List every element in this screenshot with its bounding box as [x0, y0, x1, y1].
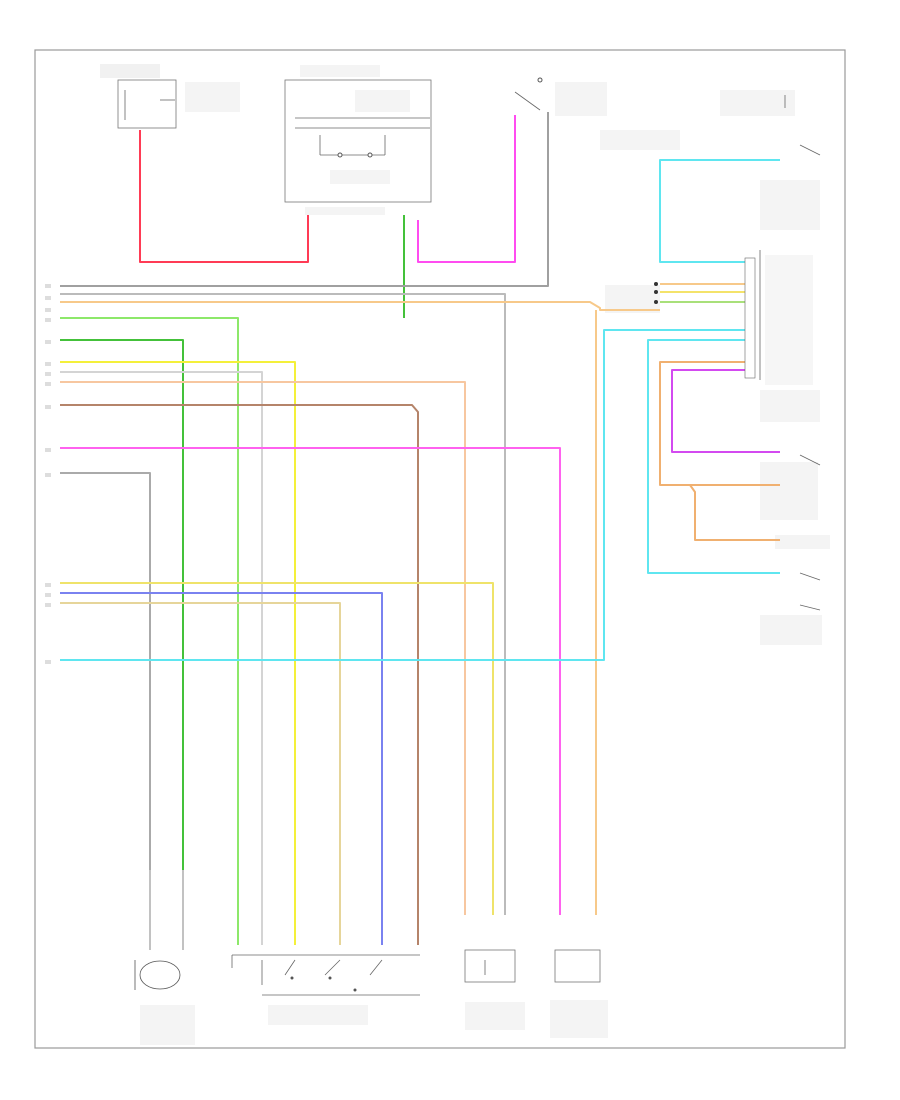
wire-pink — [60, 447, 561, 915]
wire-right-cyan-lower — [647, 339, 780, 574]
wire-tl-red — [139, 130, 309, 263]
bottom-left-sensor — [134, 870, 195, 1045]
bottom-switch-assembly — [231, 954, 420, 1025]
wire-yellow-lower — [60, 582, 494, 915]
wire-cyan — [60, 329, 745, 661]
wire-light-green — [60, 317, 239, 945]
bottom-right-sensor-a — [464, 949, 525, 1030]
wire-top-gray — [60, 112, 549, 287]
wire-right-cyan-top — [659, 159, 780, 263]
right-module — [600, 90, 830, 645]
wire-light-gray — [60, 371, 263, 945]
instrument-cluster — [284, 65, 432, 215]
wire-blue — [60, 592, 383, 945]
wire-tan-bus — [60, 301, 660, 311]
right-connector-dots — [654, 257, 756, 379]
wire-center-magenta — [417, 115, 516, 263]
left-pin-markers — [45, 284, 51, 664]
wire-dk-green — [60, 339, 184, 870]
wire-gray-2 — [60, 293, 506, 915]
wire-yellow — [60, 361, 296, 945]
wire-peach — [60, 381, 466, 915]
wire-brown — [60, 404, 419, 945]
wire-right-orange — [659, 361, 780, 486]
wire-gray-lower — [60, 472, 151, 870]
wire-right-purple — [671, 369, 780, 453]
wire-right-orange-2 — [689, 484, 780, 541]
top-left-component — [100, 64, 240, 129]
wire-khaki — [60, 602, 341, 945]
top-switch — [514, 77, 607, 116]
diagram-frame — [34, 49, 846, 1049]
bottom-right-sensor-b — [550, 949, 608, 1038]
